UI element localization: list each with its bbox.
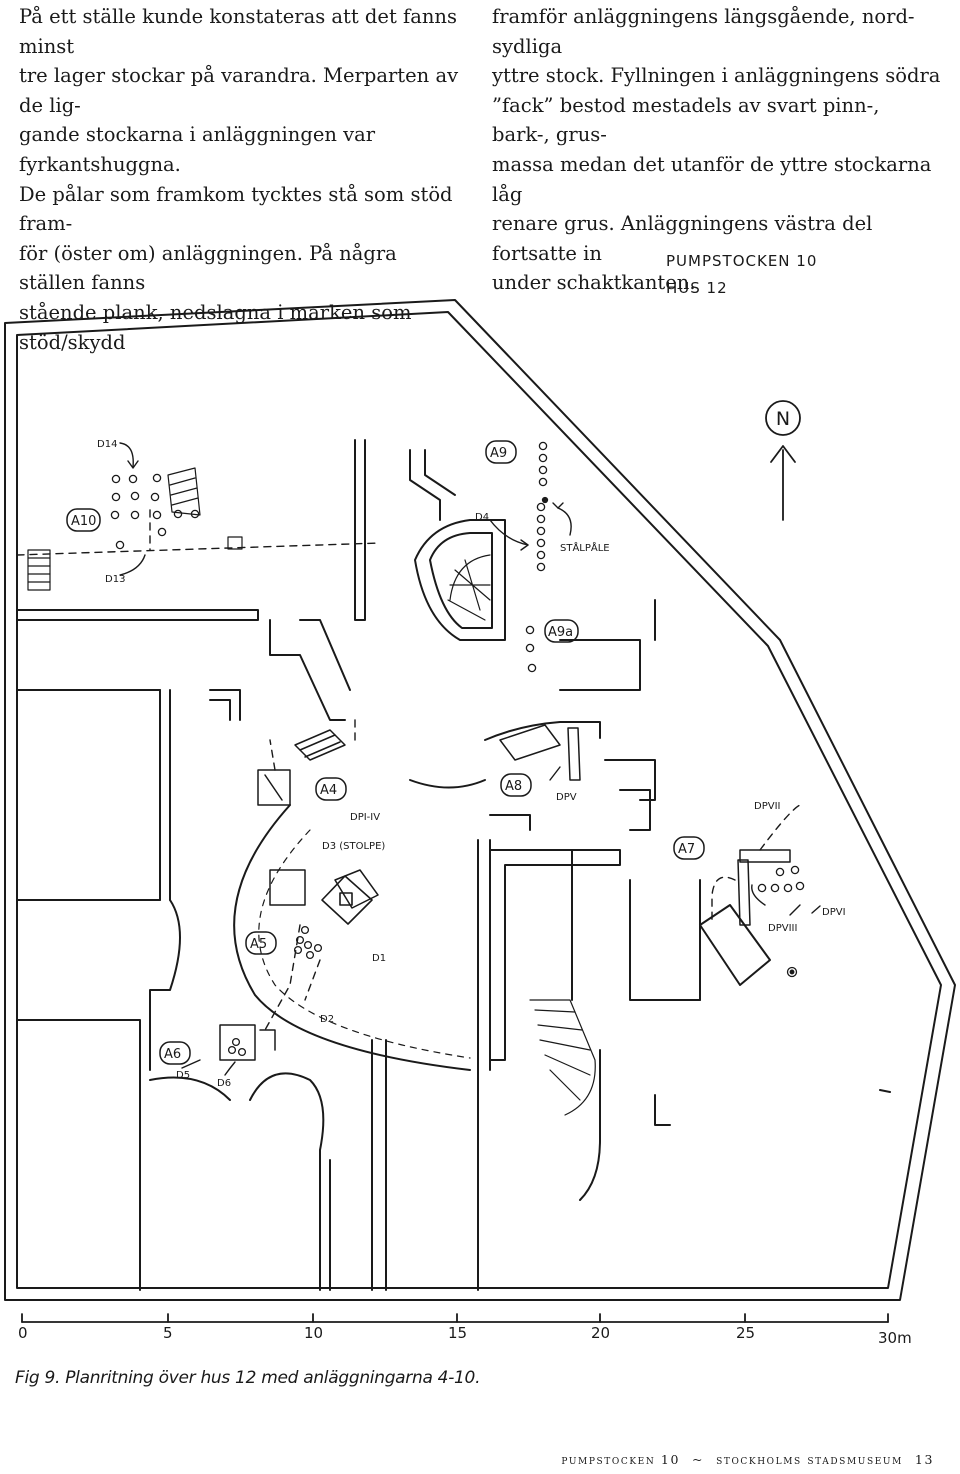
text-line: yttre stock. Fyllningen i anläggningens … [492, 64, 941, 88]
piles-a7 [757, 865, 805, 978]
scale-tick: 10 [304, 1324, 323, 1342]
stair-west [27, 549, 51, 591]
scale-tick: 20 [591, 1324, 610, 1342]
text-line: ”fack” bestod mestadels av svart pinn-, … [492, 93, 880, 147]
leader-arrows [119, 442, 821, 1076]
figure-caption: Fig 9. Planritning över hus 12 med anläg… [15, 1368, 481, 1388]
label-dpiv: DPI-IV [350, 812, 380, 823]
label-a4: A4 [320, 783, 337, 798]
dashed-lines [16, 509, 801, 1031]
label-dpviii: DPVIII [768, 923, 797, 934]
plan-title: PUMPSTOCKEN 10 [666, 252, 817, 270]
footer-separator: ~ [692, 1452, 705, 1467]
body-text-right: framför anläggningens längsgående, nord-… [492, 2, 942, 298]
label-stalpale: STÅLPÅLE [560, 541, 610, 554]
label-d5: D5 [176, 1070, 190, 1081]
interior-walls [16, 439, 891, 1291]
label-dpv: DPV [556, 792, 577, 803]
text-line: tre lager stockar på varandra. Merparten… [19, 64, 459, 117]
outer-wall-outer [4, 299, 956, 1301]
scale-tick: 0 [18, 1324, 28, 1342]
label-a10: A10 [71, 514, 96, 529]
label-d4: D4 [475, 512, 489, 523]
scale-tick: 15 [448, 1324, 467, 1342]
area-label-boxes [66, 440, 705, 1065]
text-line: På ett ställe kunde konstateras att det … [19, 5, 457, 58]
page-number: 13 [914, 1452, 934, 1467]
text-line: gande stockarna i anläggningen var fyrka… [19, 123, 376, 176]
label-d13: D13 [105, 574, 125, 585]
outer-wall-inner [16, 311, 942, 1289]
label-d14: D14 [97, 439, 117, 450]
curved-wall-inner [258, 829, 471, 1059]
piles-a5 [227, 925, 323, 1057]
label-a7: A7 [678, 842, 695, 857]
scale-tick: 25 [736, 1324, 755, 1342]
scale-tick: 30m [878, 1329, 912, 1347]
plan-subtitle: HUS 12 [666, 279, 728, 297]
text-line: under schaktkanten. [492, 271, 696, 295]
text-line: De pålar som framkom tycktes stå som stö… [19, 182, 453, 236]
scale-bar [21, 1313, 889, 1323]
label-dpvi: DPVI [822, 907, 846, 918]
label-d1: D1 [372, 953, 386, 964]
label-d2: D2 [320, 1014, 334, 1025]
floor-plan: N PUMPSTOCKEN 10 HUS 12 A10 A9 A9a A4 A8… [4, 252, 956, 1347]
hatched-blocks [167, 467, 243, 550]
label-a5: A5 [250, 937, 267, 952]
scale-tick: 5 [163, 1324, 173, 1342]
north-label: N [776, 408, 790, 430]
spiral-stair-north [447, 554, 491, 621]
label-d6: D6 [217, 1078, 231, 1089]
footer-museum: stockholms stadsmuseum [716, 1452, 903, 1467]
plan-labels: A10 A9 A9a A4 A8 A7 A5 A6 D14 D13 D4 STÅ… [71, 439, 846, 1089]
spiral-stair-south [529, 999, 596, 1116]
piles-a9 [525, 441, 549, 673]
text-line: för (öster om) anläggningen. På några st… [19, 241, 397, 295]
log-structures [219, 724, 791, 1061]
scale-labels: 0 5 10 15 20 25 30m [18, 1324, 912, 1347]
curved-wall [233, 804, 471, 1071]
post-d3 [321, 875, 373, 925]
label-d3: D3 (STOLPE) [322, 841, 385, 852]
text-line: massa medan det utanför de yttre stockar… [492, 152, 932, 206]
text-line: framför anläggningens längsgående, nord-… [492, 5, 915, 58]
piles-a10 [110, 473, 200, 550]
page-footer: pumpstocken 10 ~ stockholms stadsmuseum 13 [555, 1452, 940, 1467]
label-a8: A8 [505, 779, 522, 794]
footer-title: pumpstocken 10 [561, 1452, 680, 1467]
label-a6: A6 [164, 1047, 181, 1062]
text-line: renare grus. Anläggningens västra del fo… [492, 212, 873, 265]
label-a9a: A9a [548, 625, 573, 640]
label-a9: A9 [490, 446, 507, 461]
label-dpvii: DPVII [754, 801, 780, 812]
north-arrow [765, 400, 801, 521]
